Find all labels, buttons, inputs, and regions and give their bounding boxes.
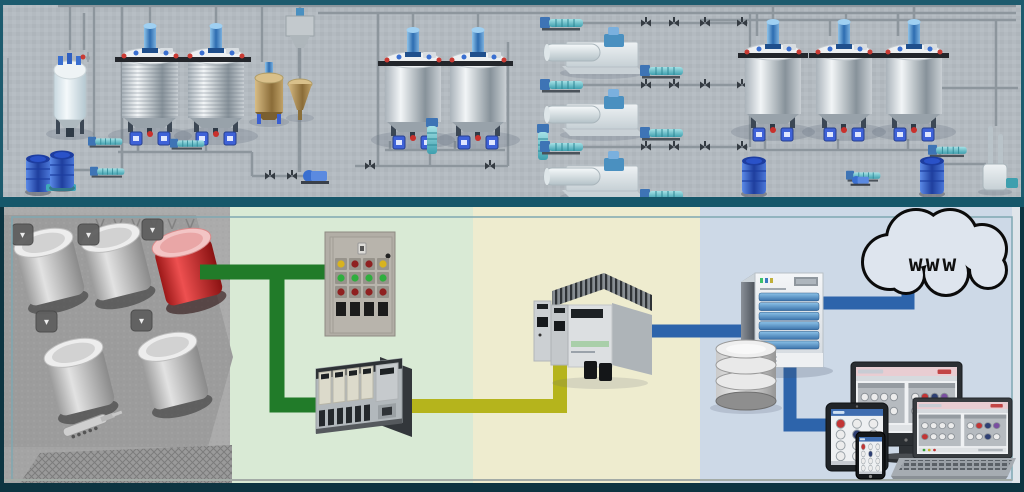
frame-left-bottom	[0, 207, 4, 492]
feed-pump-1	[87, 136, 123, 149]
funnel-vessel	[286, 78, 314, 122]
canister-buttons: ▾ ▾ ▾ ▾ ▾	[11, 218, 164, 333]
mixer-vessel	[249, 62, 289, 127]
step-down-button-4[interactable]: ▾	[35, 310, 58, 333]
database-icon	[710, 339, 782, 414]
dispenser-photo	[4, 207, 233, 483]
zone-right-margin	[1012, 207, 1020, 483]
arrow-down-icon: ▾	[44, 317, 49, 328]
circulation-pump	[301, 170, 329, 184]
cloud-icon: www	[861, 208, 1008, 297]
cabinet-buttons	[335, 258, 389, 316]
dispense-head	[62, 410, 123, 439]
drip-tray	[20, 445, 232, 483]
frame-right-top	[1021, 0, 1024, 197]
drum-blue-2	[49, 150, 75, 192]
frame-left-top	[0, 0, 3, 197]
edge-controller	[533, 273, 652, 389]
plc-rack	[315, 357, 412, 437]
smartphone	[855, 431, 886, 480]
drum-blue-4	[919, 156, 945, 197]
dosing-pump-3	[850, 176, 871, 186]
control-cabinet	[324, 231, 396, 337]
cloud-label: www	[909, 251, 960, 277]
premix-tank	[46, 53, 94, 140]
link-sensor-to-plc	[269, 272, 330, 413]
arrow-down-icon: ▾	[139, 316, 144, 327]
section-divider	[0, 197, 1024, 207]
server-drive-bays	[758, 292, 820, 350]
automation-architecture: ▾ ▾ ▾ ▾ ▾	[0, 207, 1024, 492]
frame-top	[0, 0, 1024, 5]
step-down-button-2[interactable]: ▾	[77, 223, 100, 246]
dosing-pump-2	[927, 144, 968, 158]
arrow-down-icon: ▾	[20, 230, 25, 241]
link-plc-to-controller	[398, 357, 567, 413]
process-plant-overview	[0, 0, 1024, 197]
laptop-screen	[917, 402, 1008, 454]
arrow-down-icon: ▾	[86, 230, 91, 241]
powder-hopper	[285, 8, 315, 48]
step-down-button-1[interactable]: ▾	[11, 223, 34, 246]
arrow-down-icon: ▾	[150, 225, 155, 236]
step-down-button-3[interactable]: ▾	[141, 218, 164, 241]
feed-pump-3	[169, 138, 205, 151]
frame-shadow-line	[4, 479, 1012, 481]
frame-bottom	[0, 483, 1024, 492]
link-server-to-devices	[783, 357, 838, 432]
drum-blue-3	[741, 156, 767, 197]
phone-screen	[859, 437, 882, 474]
step-down-button-5[interactable]: ▾	[130, 309, 153, 332]
laptop	[891, 397, 1016, 479]
transfer-pump-vertical	[425, 117, 439, 155]
frame-right-bottom	[1020, 207, 1024, 492]
feed-pump-2	[89, 166, 125, 179]
